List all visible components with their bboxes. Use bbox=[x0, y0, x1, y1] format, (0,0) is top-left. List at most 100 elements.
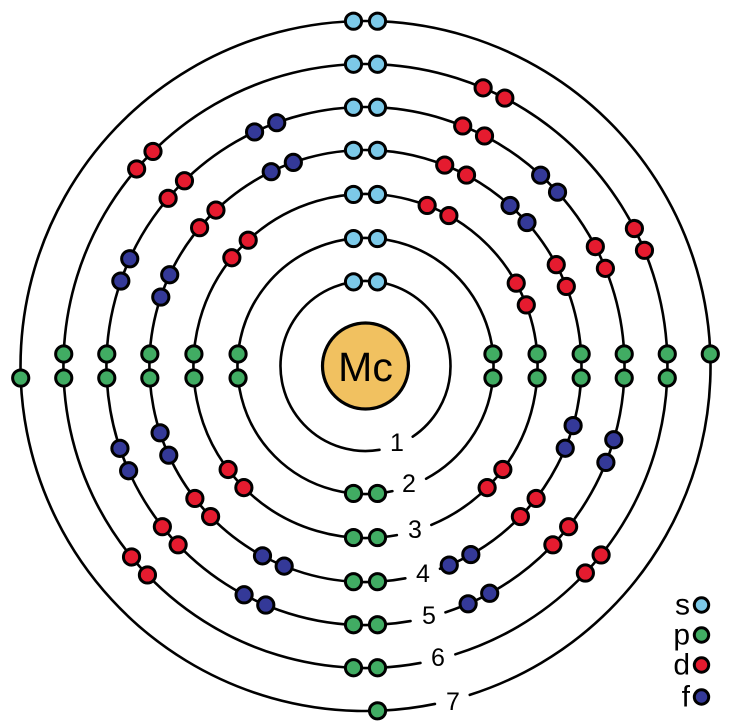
shell-ring-1 bbox=[279, 279, 452, 453]
electron-p-shell-2 bbox=[483, 344, 503, 364]
electron-d-shell-4 bbox=[526, 488, 546, 509]
electron-d-shell-4 bbox=[206, 200, 226, 220]
legend-label-f: f bbox=[682, 681, 691, 714]
electron-s-shell-4 bbox=[367, 140, 388, 160]
electron-p-shell-4 bbox=[571, 368, 591, 388]
nucleus bbox=[320, 321, 411, 411]
electron-d-shell-3 bbox=[477, 478, 497, 498]
electron-p-shell-4 bbox=[140, 368, 160, 388]
electron-d-shell-4 bbox=[510, 506, 531, 527]
electron-p-shell-5 bbox=[367, 615, 388, 635]
electron-d-shell-4 bbox=[185, 488, 205, 509]
electron-d-shell-6 bbox=[473, 78, 493, 98]
electron-s-shell-5 bbox=[367, 97, 388, 117]
electron-f-shell-5 bbox=[256, 595, 276, 615]
electron-d-shell-6 bbox=[121, 547, 142, 567]
electron-d-shell-5 bbox=[174, 171, 195, 191]
shell-number-label-7: 7 bbox=[446, 688, 460, 716]
electron-d-shell-5 bbox=[474, 126, 495, 146]
electron-p-shell-2 bbox=[343, 483, 364, 504]
electron-d-shell-5 bbox=[168, 535, 188, 555]
electron-p-shell-4 bbox=[343, 572, 364, 592]
electron-s-shell-1 bbox=[343, 272, 364, 292]
electron-p-shell-2 bbox=[228, 368, 248, 388]
legend-label-p: p bbox=[673, 619, 690, 652]
electron-f-shell-5 bbox=[531, 165, 551, 185]
electron-d-shell-3 bbox=[493, 459, 513, 480]
electron-d-shell-6 bbox=[575, 563, 595, 583]
electron-d-shell-5 bbox=[559, 517, 579, 537]
electron-p-shell-4 bbox=[140, 344, 160, 364]
electron-d-shell-6 bbox=[495, 88, 515, 108]
electron-f-shell-4 bbox=[517, 212, 537, 233]
electron-d-shell-4 bbox=[546, 255, 566, 275]
electron-f-shell-4 bbox=[274, 556, 294, 576]
electron-f-shell-5 bbox=[119, 461, 139, 481]
shell-number-label-6: 6 bbox=[431, 644, 445, 672]
electron-s-shell-6 bbox=[343, 54, 364, 74]
electron-s-shell-6 bbox=[367, 54, 388, 74]
electron-d-shell-3 bbox=[417, 195, 437, 216]
electron-d-shell-6 bbox=[127, 159, 147, 179]
electron-f-shell-4 bbox=[252, 546, 273, 566]
electron-p-shell-6 bbox=[54, 368, 74, 388]
electron-f-shell-4 bbox=[261, 162, 281, 182]
electron-f-shell-4 bbox=[160, 265, 180, 285]
electron-s-shell-2 bbox=[367, 228, 388, 249]
legend-swatch-f-icon bbox=[692, 688, 711, 706]
element-symbol: Mc bbox=[338, 344, 393, 390]
electron-f-shell-5 bbox=[234, 585, 254, 605]
electron-f-shell-5 bbox=[244, 122, 265, 142]
electron-f-shell-4 bbox=[500, 195, 520, 216]
electron-p-shell-5 bbox=[97, 368, 117, 388]
electron-d-shell-6 bbox=[634, 240, 655, 260]
electron-p-shell-5 bbox=[614, 344, 634, 364]
electron-p-shell-6 bbox=[367, 658, 388, 678]
electron-p-shell-5 bbox=[97, 344, 117, 364]
electron-d-shell-6 bbox=[624, 218, 645, 239]
electron-d-shell-5 bbox=[453, 116, 473, 136]
electron-d-shell-6 bbox=[143, 141, 163, 162]
electron-f-shell-5 bbox=[120, 249, 140, 269]
electron-p-shell-4 bbox=[571, 344, 591, 364]
electron-f-shell-5 bbox=[596, 452, 616, 473]
electron-f-shell-5 bbox=[458, 594, 478, 614]
electron-p-shell-3 bbox=[184, 344, 204, 364]
electron-f-shell-4 bbox=[461, 544, 481, 565]
electron-d-shell-4 bbox=[556, 276, 576, 297]
electron-p-shell-3 bbox=[527, 344, 547, 364]
electron-d-shell-5 bbox=[152, 517, 172, 537]
electron-p-shell-6 bbox=[54, 344, 74, 364]
electron-s-shell-5 bbox=[343, 97, 364, 117]
electron-d-shell-3 bbox=[218, 459, 238, 480]
shell-number-label-5: 5 bbox=[422, 602, 436, 630]
electron-f-shell-4 bbox=[283, 152, 303, 173]
electron-d-shell-5 bbox=[158, 188, 178, 208]
electron-d-shell-5 bbox=[585, 236, 605, 257]
electron-d-shell-3 bbox=[238, 230, 258, 250]
electron-d-shell-3 bbox=[506, 273, 526, 293]
electron-d-shell-3 bbox=[516, 295, 536, 315]
electron-d-shell-4 bbox=[189, 218, 210, 238]
electron-f-shell-4 bbox=[555, 438, 575, 458]
electron-p-shell-5 bbox=[614, 368, 634, 388]
shell-number-label-4: 4 bbox=[416, 560, 430, 588]
shell-number-label-2: 2 bbox=[402, 470, 416, 498]
legend-swatch-p-icon bbox=[692, 626, 711, 644]
electron-d-shell-5 bbox=[595, 258, 615, 278]
shell-number-label-3: 3 bbox=[408, 516, 422, 544]
shell-ring-7 bbox=[19, 19, 712, 713]
electron-s-shell-3 bbox=[367, 184, 388, 205]
electron-p-shell-6 bbox=[343, 658, 364, 678]
electron-s-shell-7 bbox=[343, 11, 364, 31]
electron-p-shell-7 bbox=[367, 701, 388, 721]
electron-f-shell-5 bbox=[111, 271, 131, 291]
electron-d-shell-5 bbox=[543, 535, 563, 555]
electron-f-shell-5 bbox=[110, 438, 130, 458]
electron-d-shell-4 bbox=[435, 155, 455, 175]
electron-p-shell-5 bbox=[343, 615, 364, 635]
electron-f-shell-5 bbox=[547, 182, 568, 202]
